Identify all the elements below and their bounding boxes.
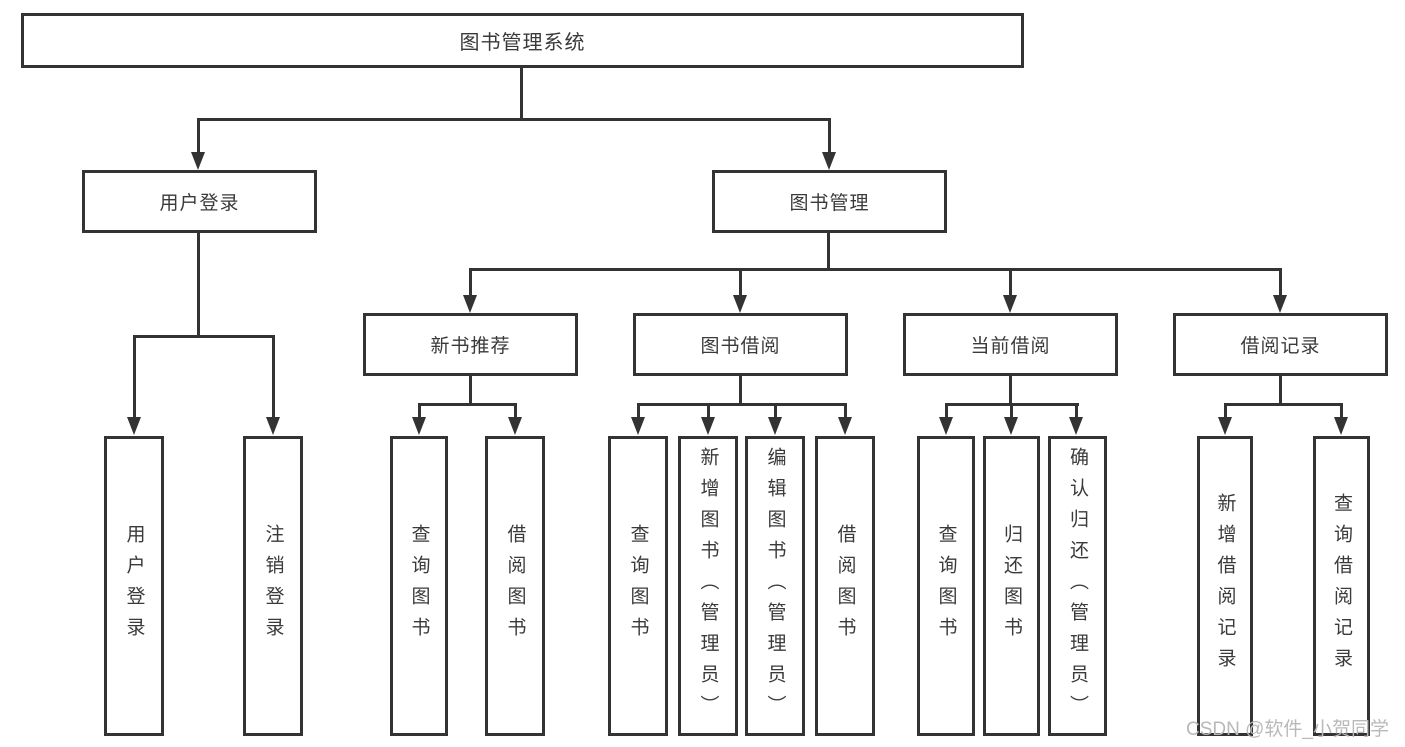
connector-bookborrow-stem [739,374,742,405]
node-borrow-records-label: 借阅记录 [1240,336,1321,357]
connector-newbooks-stem [469,374,472,405]
connector-drop-borrow-records [1279,268,1282,297]
leaf-borrow-query: 查询图书 [608,436,668,736]
leaf-user-login: 用户登录 [104,436,164,736]
leaf-newbooks-borrow: 借阅图书 [485,436,545,736]
leaf-records-add: 新增借阅记录 [1197,436,1253,736]
connector-drop-logout [272,335,275,419]
connector-drop-user-login [197,118,200,154]
arrow-down-icon [508,417,522,435]
connector-root-bar [197,118,831,121]
node-new-books-label: 新书推荐 [430,336,511,357]
leaf-logout-label: 注销登录 [262,524,284,648]
leaf-logout: 注销登录 [243,436,303,736]
connector-drop-book-borrow [739,268,742,297]
arrow-down-icon [1003,295,1017,313]
connector-drop-bb-borrow [844,403,847,419]
node-book-mgmt-label: 图书管理 [789,193,870,214]
leaf-current-return-label: 归还图书 [1001,524,1022,648]
node-current-borrow: 当前借阅 [903,313,1118,376]
connector-drop-cb-query [945,403,948,419]
arrow-down-icon [1334,417,1348,435]
arrow-down-icon [463,295,477,313]
connector-drop-new-books [469,268,472,297]
leaf-borrow-add-label: 新增图书（管理员） [697,446,719,726]
leaf-current-query: 查询图书 [917,436,975,736]
leaf-borrow-borrow: 借阅图书 [815,436,875,736]
arrow-down-icon [768,417,782,435]
arrow-down-icon [127,417,141,435]
connector-borrowrecords-stem [1279,374,1282,405]
leaf-user-login-label: 用户登录 [123,524,145,648]
arrow-down-icon [1004,417,1018,435]
connector-userlogin-stem [197,231,200,337]
connector-root-stem [520,66,523,120]
leaf-current-confirm: 确认归还（管理员） [1048,436,1107,736]
leaf-borrow-edit: 编辑图书（管理员） [745,436,805,736]
connector-drop-cb-return [1010,403,1013,419]
leaf-records-query-label: 查询借阅记录 [1331,493,1352,679]
node-book-borrow-label: 图书借阅 [700,336,781,357]
connector-drop-login [133,335,136,419]
connector-drop-cb-confirm [1075,403,1078,419]
arrow-down-icon [1069,417,1083,435]
leaf-borrow-query-label: 查询图书 [627,524,649,648]
connector-drop-nb-borrow [514,403,517,419]
node-root-system: 图书管理系统 [21,13,1024,68]
arrow-down-icon [701,417,715,435]
arrow-down-icon [1218,417,1232,435]
connector-drop-br-add [1224,403,1227,419]
leaf-newbooks-query-label: 查询图书 [408,524,430,648]
connector-newbooks-bar [418,403,517,406]
arrow-down-icon [733,295,747,313]
leaf-records-add-label: 新增借阅记录 [1214,493,1236,679]
connector-bookmgmt-bar [469,268,1282,271]
leaf-current-query-label: 查询图书 [935,524,957,648]
arrow-down-icon [822,152,836,170]
node-borrow-records: 借阅记录 [1173,313,1388,376]
csdn-watermark: CSDN @软件_小贺同学 [1186,719,1389,740]
node-user-login-label: 用户登录 [159,193,240,214]
node-book-borrow: 图书借阅 [633,313,848,376]
node-root-label: 图书管理系统 [459,32,586,54]
connector-bookborrow-bar [637,403,847,406]
leaf-borrow-borrow-label: 借阅图书 [834,524,856,648]
connector-drop-bb-add [707,403,710,419]
connector-currentborrow-stem [1009,374,1012,405]
arrow-down-icon [266,417,280,435]
arrow-down-icon [631,417,645,435]
arrow-down-icon [1273,295,1287,313]
leaf-borrow-edit-label: 编辑图书（管理员） [764,446,786,726]
connector-drop-book-mgmt [828,118,831,154]
arrow-down-icon [412,417,426,435]
arrow-down-icon [838,417,852,435]
connector-borrowrecords-bar [1224,403,1343,406]
connector-drop-bb-edit [774,403,777,419]
leaf-records-query: 查询借阅记录 [1313,436,1370,736]
leaf-borrow-add: 新增图书（管理员） [678,436,738,736]
leaf-newbooks-query: 查询图书 [390,436,448,736]
arrow-down-icon [191,152,205,170]
node-new-books: 新书推荐 [363,313,578,376]
arrow-down-icon [939,417,953,435]
connector-drop-bb-query [637,403,640,419]
connector-drop-nb-query [418,403,421,419]
node-current-borrow-label: 当前借阅 [970,336,1051,357]
connector-userlogin-bar [133,335,274,338]
connector-drop-br-query [1340,403,1343,419]
node-book-mgmt: 图书管理 [712,170,947,233]
connector-bookmgmt-stem [827,231,830,270]
node-user-login: 用户登录 [82,170,317,233]
leaf-current-confirm-label: 确认归还（管理员） [1067,446,1088,726]
connector-drop-current-borrow [1009,268,1012,297]
leaf-newbooks-borrow-label: 借阅图书 [504,524,526,648]
leaf-current-return: 归还图书 [983,436,1040,736]
